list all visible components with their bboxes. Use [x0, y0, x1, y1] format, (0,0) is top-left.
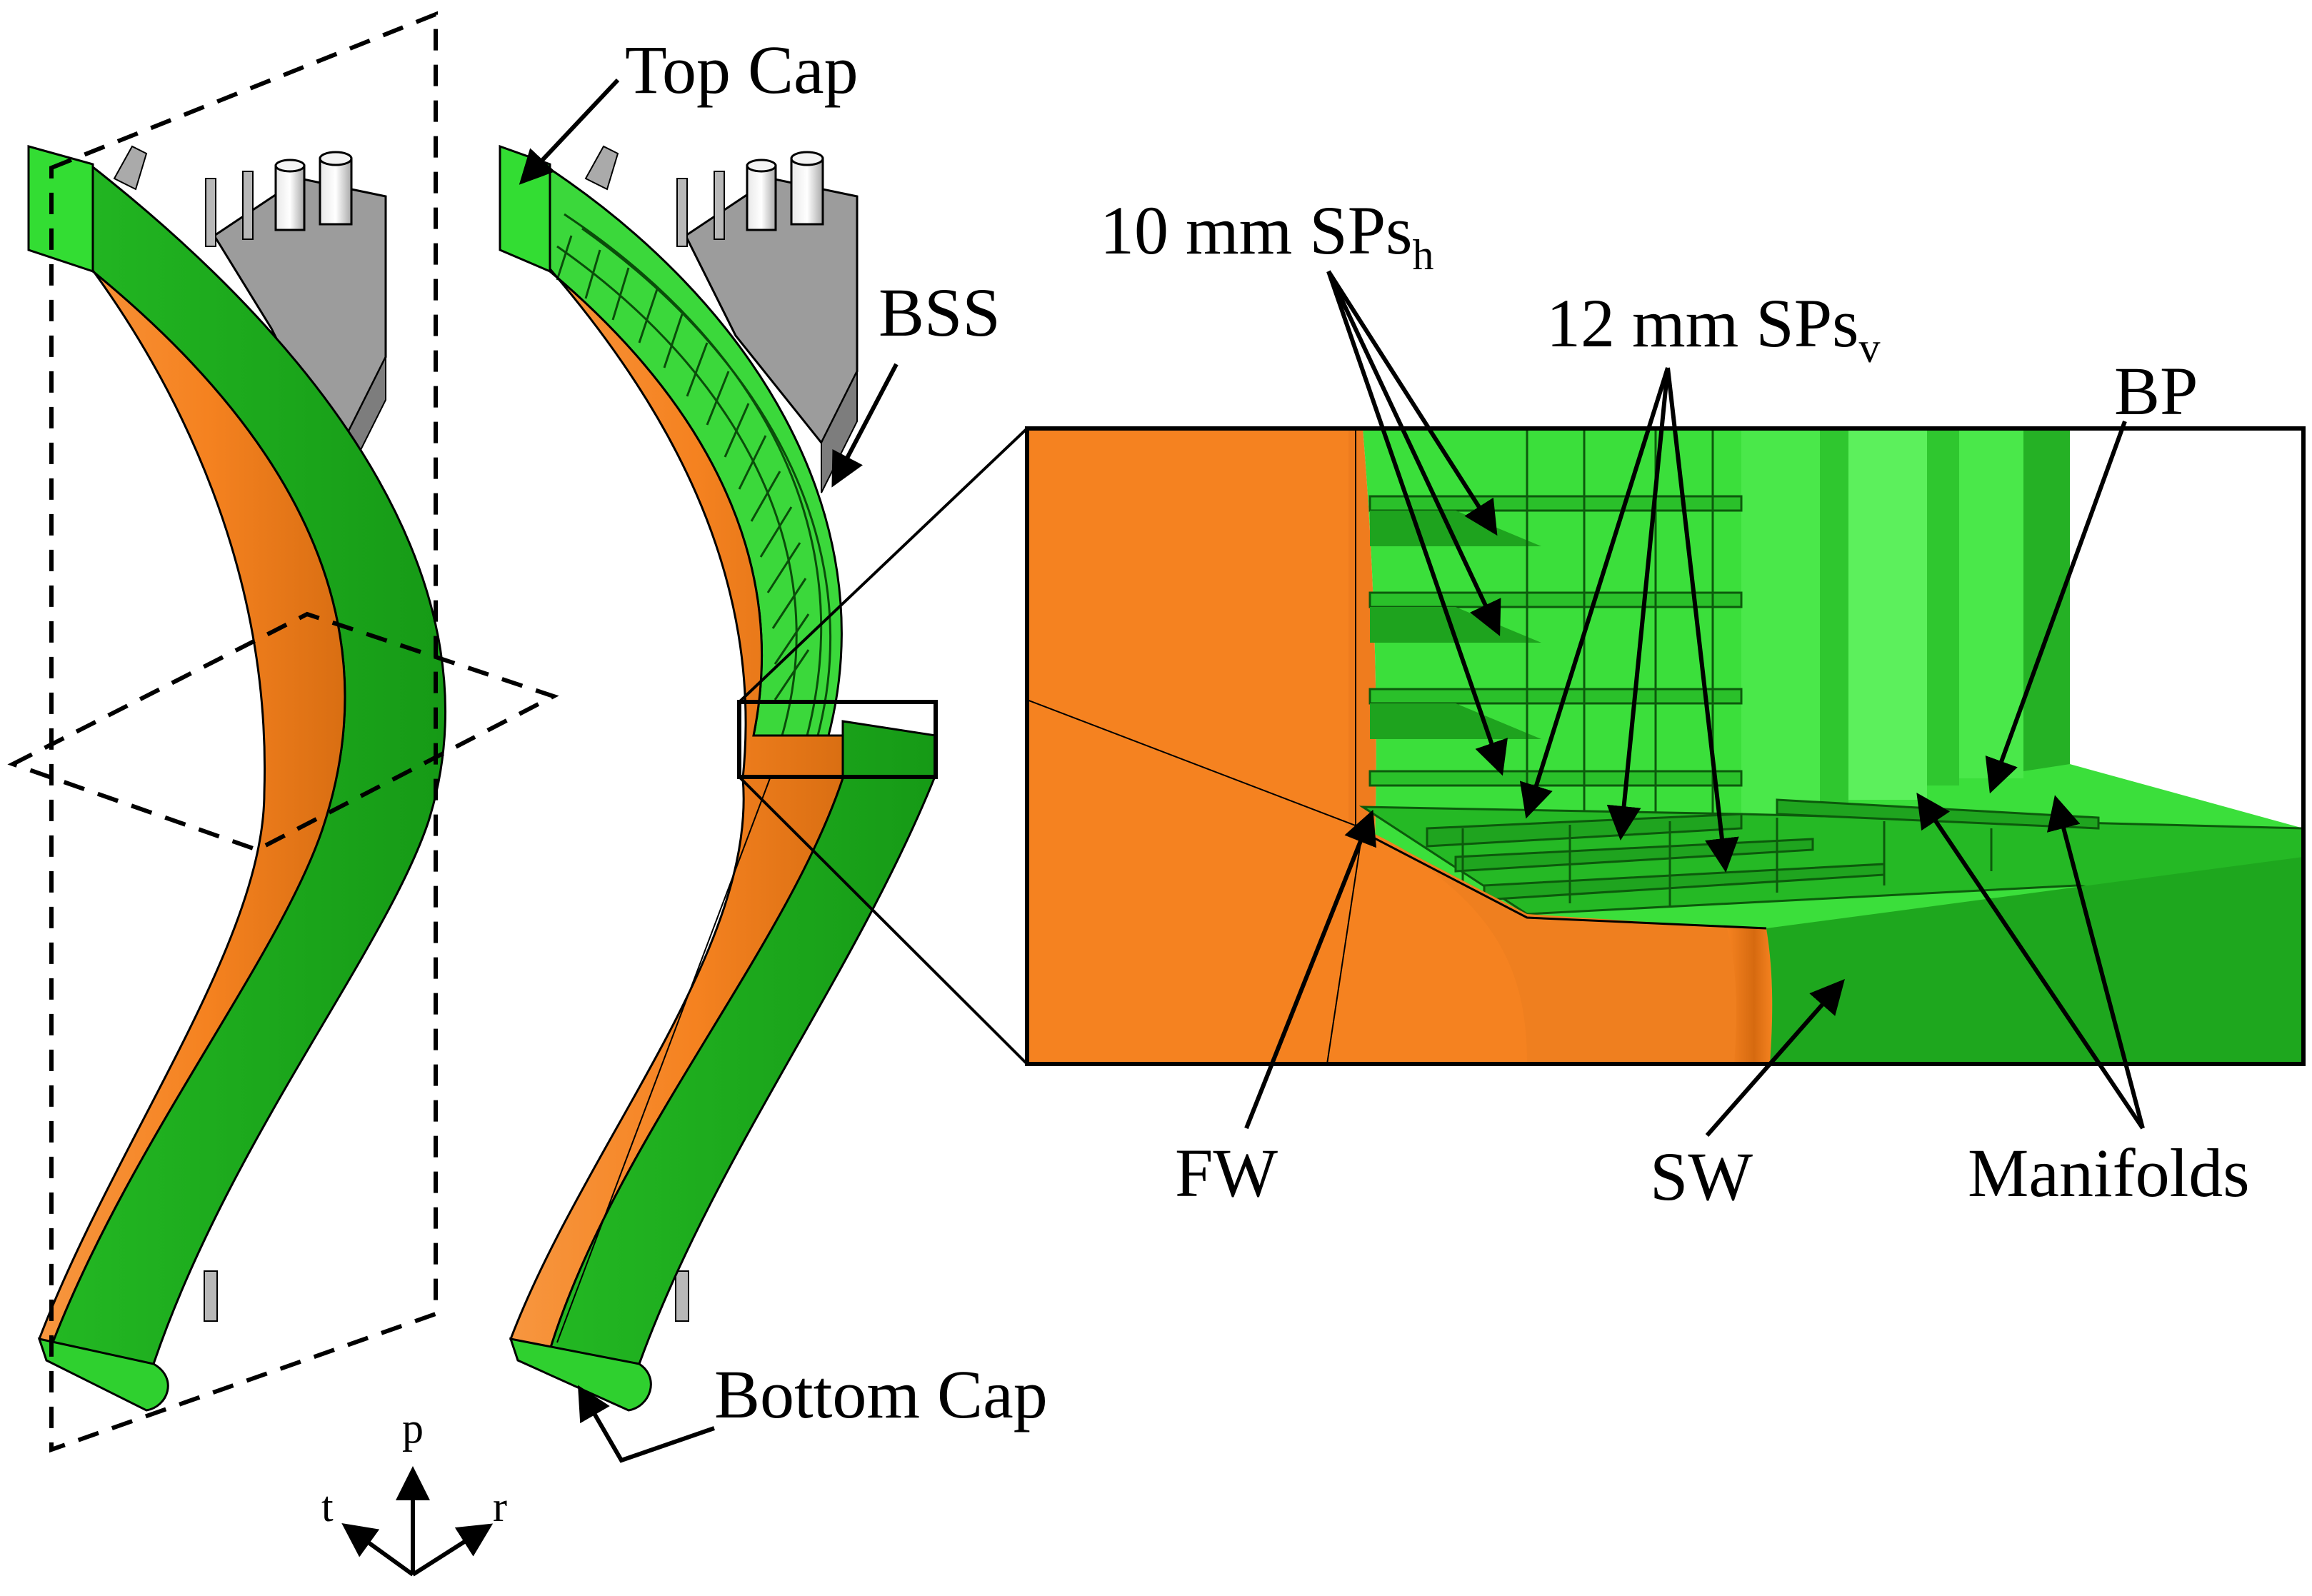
middle-bottom-cap	[509, 1337, 652, 1412]
sw-callout: SW	[1650, 978, 1845, 1215]
middle-top-cap	[499, 144, 551, 273]
middle-edge-line	[556, 778, 771, 1343]
manifolds-callout: Manifolds	[1916, 793, 2250, 1211]
middle-bss-side	[821, 371, 858, 493]
axis-t-label: t	[321, 1483, 334, 1530]
middle-blanket-module	[499, 144, 938, 1412]
poloidal-plane	[49, 11, 438, 1453]
label-bottom-cap: Bottom Cap	[714, 1356, 1048, 1432]
sps-h-callout: 10 mm SPsh	[1100, 192, 1508, 776]
cutting-planes	[7, 11, 559, 1453]
sps-v-callout: 12 mm SPsv	[1519, 285, 1880, 873]
axis-r-arrow	[411, 1523, 494, 1577]
zoomed-detail-frame	[1025, 426, 2306, 1066]
label-bp: BP	[2114, 353, 2198, 429]
label-bss: BSS	[879, 274, 1001, 351]
axis-triad: p t r	[321, 1405, 507, 1577]
axis-t-arrow	[341, 1522, 414, 1577]
axis-r-label: r	[493, 1483, 507, 1530]
bottom-cap-callout: Bottom Cap	[577, 1356, 1048, 1463]
left-blanket-module	[27, 145, 446, 1412]
zoom-region-box	[737, 700, 938, 779]
left-pipes	[113, 145, 353, 1322]
label-sps-v: 12 mm SPsv	[1546, 285, 1880, 371]
axis-p-label: p	[402, 1405, 424, 1452]
stiffening-plate-grid	[556, 213, 832, 736]
zoom-connectors	[738, 427, 1029, 1065]
top-cap-callout: Top Cap	[519, 31, 859, 185]
middle-pipes	[584, 145, 824, 1322]
label-sps-h: 10 mm SPsh	[1100, 192, 1433, 278]
horizontal-plane	[7, 611, 559, 853]
label-manifolds: Manifolds	[1968, 1135, 2250, 1211]
label-sw: SW	[1650, 1138, 1753, 1215]
bss-callout: BSS	[831, 274, 1001, 488]
label-fw: FW	[1175, 1135, 1278, 1211]
fw-callout: FW	[1175, 809, 1376, 1211]
left-top-cap	[27, 145, 94, 273]
label-top-cap: Top Cap	[625, 31, 859, 108]
zoomed-detail	[1025, 426, 2306, 1066]
left-bottom-cap	[37, 1337, 169, 1412]
bp-callout: BP	[1985, 353, 2198, 794]
